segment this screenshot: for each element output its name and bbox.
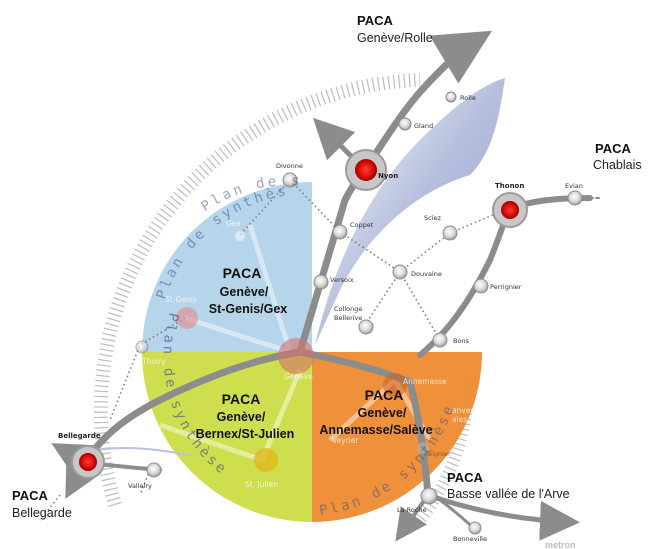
sectors [142, 182, 482, 522]
versoix-label: Versoix [330, 276, 354, 284]
paca-bellegarde-title: PACA [12, 488, 48, 503]
town-labels: Nyon Thonon Bellegarde Rolle Gland Divon… [58, 94, 583, 543]
rolle-label: Rolle [460, 94, 476, 102]
sector-julien-title: PACA [222, 391, 261, 407]
major-nodes [71, 149, 528, 479]
sector-gex-title: PACA [223, 265, 262, 281]
bellerive-label: Bellerive [334, 314, 362, 322]
coppet-station [332, 224, 348, 240]
dotted-links [39, 179, 501, 521]
sciez-station [442, 225, 458, 241]
paca-basse-title: PACA [447, 470, 483, 485]
credit-label: metron [545, 540, 576, 549]
paca-bellegarde-sub: Bellegarde [12, 506, 72, 520]
divonne-station [282, 172, 298, 188]
perrignier-label: Perrignier [490, 283, 522, 291]
sector-saleve-title: PACA [365, 387, 404, 403]
la-roche-label: La Roche [397, 506, 427, 514]
anves-label: anves-ales [452, 406, 477, 424]
nyon-label: Nyon [378, 172, 398, 180]
perrignier-station [473, 278, 489, 294]
thoiry-station [135, 340, 149, 354]
paca-chablais-sub: Chablais [593, 158, 642, 172]
faint-labels: St-Genis Thoiry Genève Annemasse St. Jul… [141, 219, 477, 489]
paca-rolle-title: PACA [357, 13, 393, 28]
outer-ring-ticks [94, 73, 475, 524]
sector-julien-line1: Genève/ [217, 410, 266, 424]
vallelry-station [146, 462, 162, 478]
sector-titles: PACA Genève/ St-Genis/Gex PACA Genève/ B… [196, 265, 433, 441]
bellegarde-node [71, 445, 105, 479]
gland-label: Gland [414, 122, 433, 130]
thonon-label: Thonon [495, 182, 524, 190]
geneve-node [278, 338, 314, 374]
divonne-label: Divonne [276, 162, 303, 170]
sector-saleve-line2: Annemasse/Salève [319, 423, 432, 437]
station-nodes [135, 91, 583, 535]
gland-station [398, 117, 412, 131]
sector-julien-line2: Bernex/St-Julien [196, 427, 295, 441]
collonge-station [358, 319, 374, 335]
sector-gex-line1: Genève/ [220, 285, 269, 299]
versoix-station [313, 274, 329, 290]
thonon-node [492, 192, 528, 228]
sector-saleve [312, 352, 482, 522]
anves-label-line: anves- [452, 406, 477, 415]
thoiry-label: Thoiry [141, 357, 166, 366]
paca-basse-sub: Basse vallée de l'Arve [447, 487, 570, 501]
collonge-label: Collonge [334, 305, 362, 313]
douvaine-label: Douvaine [411, 270, 442, 278]
evian-station [567, 190, 583, 206]
gex-station [235, 231, 245, 241]
st-genis-node [176, 307, 198, 329]
la-roche-station [420, 487, 438, 505]
reignier-station [417, 442, 429, 454]
evian-label: Evian [565, 182, 583, 190]
reignier-label: Reignier [424, 450, 451, 458]
bonneville-station [468, 521, 482, 535]
bonneville-label: Bonneville [453, 535, 487, 543]
bellegarde-label: Bellegarde [58, 432, 101, 440]
vallelry-label: Vallelry [128, 482, 152, 490]
geneve-label: Genève [284, 372, 313, 381]
nyon-node [345, 149, 387, 191]
rolle-station [445, 91, 457, 103]
sector-saleve-line1: Genève/ [358, 406, 407, 420]
anves-label-line: ales [452, 415, 467, 424]
gex-label: Gex [226, 219, 241, 228]
lake-shape [315, 78, 505, 345]
bons-label: Bons [453, 337, 470, 345]
veyrier-label: Veyrier [332, 436, 359, 445]
paca-chablais-title: PACA [595, 141, 631, 156]
st-genis-label: St-Genis [165, 295, 197, 304]
douvaine-station [392, 264, 408, 280]
sector-julien [142, 352, 312, 522]
st-julien-node [254, 448, 278, 472]
sciez-label: Sciez [424, 214, 442, 222]
st-julien-label: St. Julien [245, 480, 278, 489]
paca-rolle-sub: Genève/Rolle [357, 31, 433, 45]
annemasse-node [383, 373, 407, 397]
paca-outer-labels: PACA Genève/Rolle PACA Chablais PACA Bel… [12, 13, 642, 520]
annemasse-label: Annemasse [403, 377, 447, 386]
sector-gex-line2: St-Genis/Gex [209, 302, 288, 316]
bons-station [432, 332, 448, 348]
coppet-label: Coppet [350, 221, 374, 229]
